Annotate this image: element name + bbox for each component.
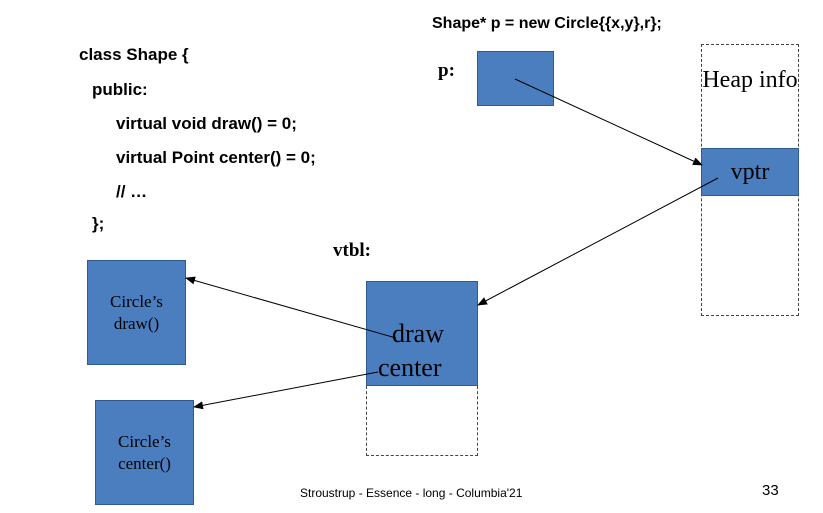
arrow-draw-to-circle-draw xyxy=(185,276,397,339)
vtbl-box xyxy=(366,281,478,386)
page-number: 33 xyxy=(762,482,779,499)
arrow-center-to-circle-center xyxy=(193,371,379,410)
vtbl-extra-slots xyxy=(366,386,478,456)
code-line-public: public: xyxy=(92,80,148,99)
footer-text: Stroustrup - Essence - long - Columbia'2… xyxy=(300,486,523,500)
code-line-center: virtual Point center() = 0; xyxy=(116,148,316,167)
arrow-p-to-vptr xyxy=(514,78,703,166)
circle-draw-box: Circle’s draw() xyxy=(87,260,186,365)
code-line-close: }; xyxy=(92,214,105,233)
vtbl-label: vtbl: xyxy=(333,240,371,261)
p-pointer-box xyxy=(477,51,554,106)
heap-info-label: Heap info xyxy=(702,67,798,93)
code-line-class: class Shape { xyxy=(79,45,189,64)
vtbl-center-entry: center xyxy=(378,353,442,382)
new-statement: Shape* p = new Circle{{x,y},r}; xyxy=(432,15,662,32)
code-line-comment: // … xyxy=(116,182,148,201)
code-line-draw: virtual void draw() = 0; xyxy=(116,114,297,133)
p-label: p: xyxy=(438,60,455,81)
arrow-vptr-to-vtbl xyxy=(477,177,719,306)
vtbl-draw-entry: draw xyxy=(392,319,444,348)
circle-draw-label: Circle’s draw() xyxy=(110,291,163,333)
vptr-box: vptr xyxy=(701,148,799,196)
circle-center-box: Circle’s center() xyxy=(95,400,194,505)
vptr-label: vptr xyxy=(730,158,770,185)
circle-center-label: Circle’s center() xyxy=(118,431,171,473)
